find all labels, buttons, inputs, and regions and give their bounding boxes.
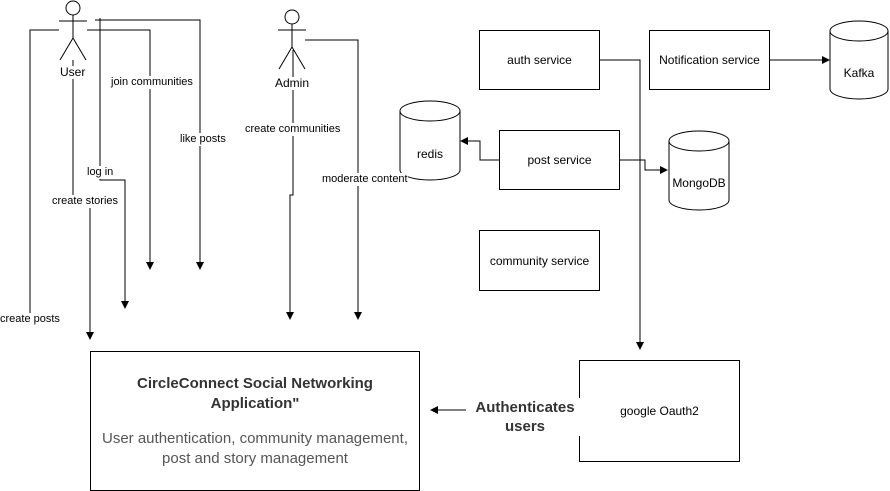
create-posts-connector [29,29,59,318]
create-communities-label: create communities [245,123,341,136]
log-in-connector [99,18,129,309]
moderate-content-connector [305,39,362,320]
join-communities-connector [87,29,154,270]
moderate-content-label: moderate content [322,173,408,186]
google-oauth2-box: google Oauth2 [579,360,740,462]
log-in-label: log in [87,166,114,179]
join-communities-label: join communities [111,76,193,89]
google-oauth2-label: google Oauth2 [620,404,699,418]
circleconnect-application-box: CircleConnect Social Networking Applicat… [90,351,420,491]
application-description: User authentication, community managemen… [102,430,408,467]
user-actor-figure [59,0,87,61]
redis-label: redis [416,147,443,161]
admin-actor-figure [278,9,306,70]
like-posts-connector [95,19,204,270]
redis-cylinder [399,100,461,181]
notification-service-box: Notification service [649,30,770,90]
application-title: CircleConnect Social Networking Applicat… [137,375,373,412]
kafka-cylinder [829,20,889,100]
community-service-box: community service [479,230,600,291]
user-actor-label: User [60,65,86,79]
community-service-label: community service [489,253,590,268]
mongodb-label: MongoDB [672,176,726,190]
create-posts-label: create posts [0,313,60,326]
auth-to-google-connector [600,59,644,350]
kafka-label: Kafka [843,66,875,80]
authenticates-users-label: Authenticates users [466,398,584,436]
auth-service-label: auth service [507,53,572,67]
create-communities-connector [286,50,294,320]
post-service-box: post service [499,130,620,190]
notification-service-label: Notification service [659,53,760,67]
like-posts-label: like posts [180,133,226,146]
post-service-label: post service [527,153,592,167]
auth-service-box: auth service [479,30,600,90]
post-to-redis-connector [460,137,499,161]
mongodb-cylinder [668,130,730,211]
post-to-mongodb-connector [620,159,668,174]
admin-actor-label: Admin [275,76,310,90]
create-stories-label: create stories [52,195,119,208]
